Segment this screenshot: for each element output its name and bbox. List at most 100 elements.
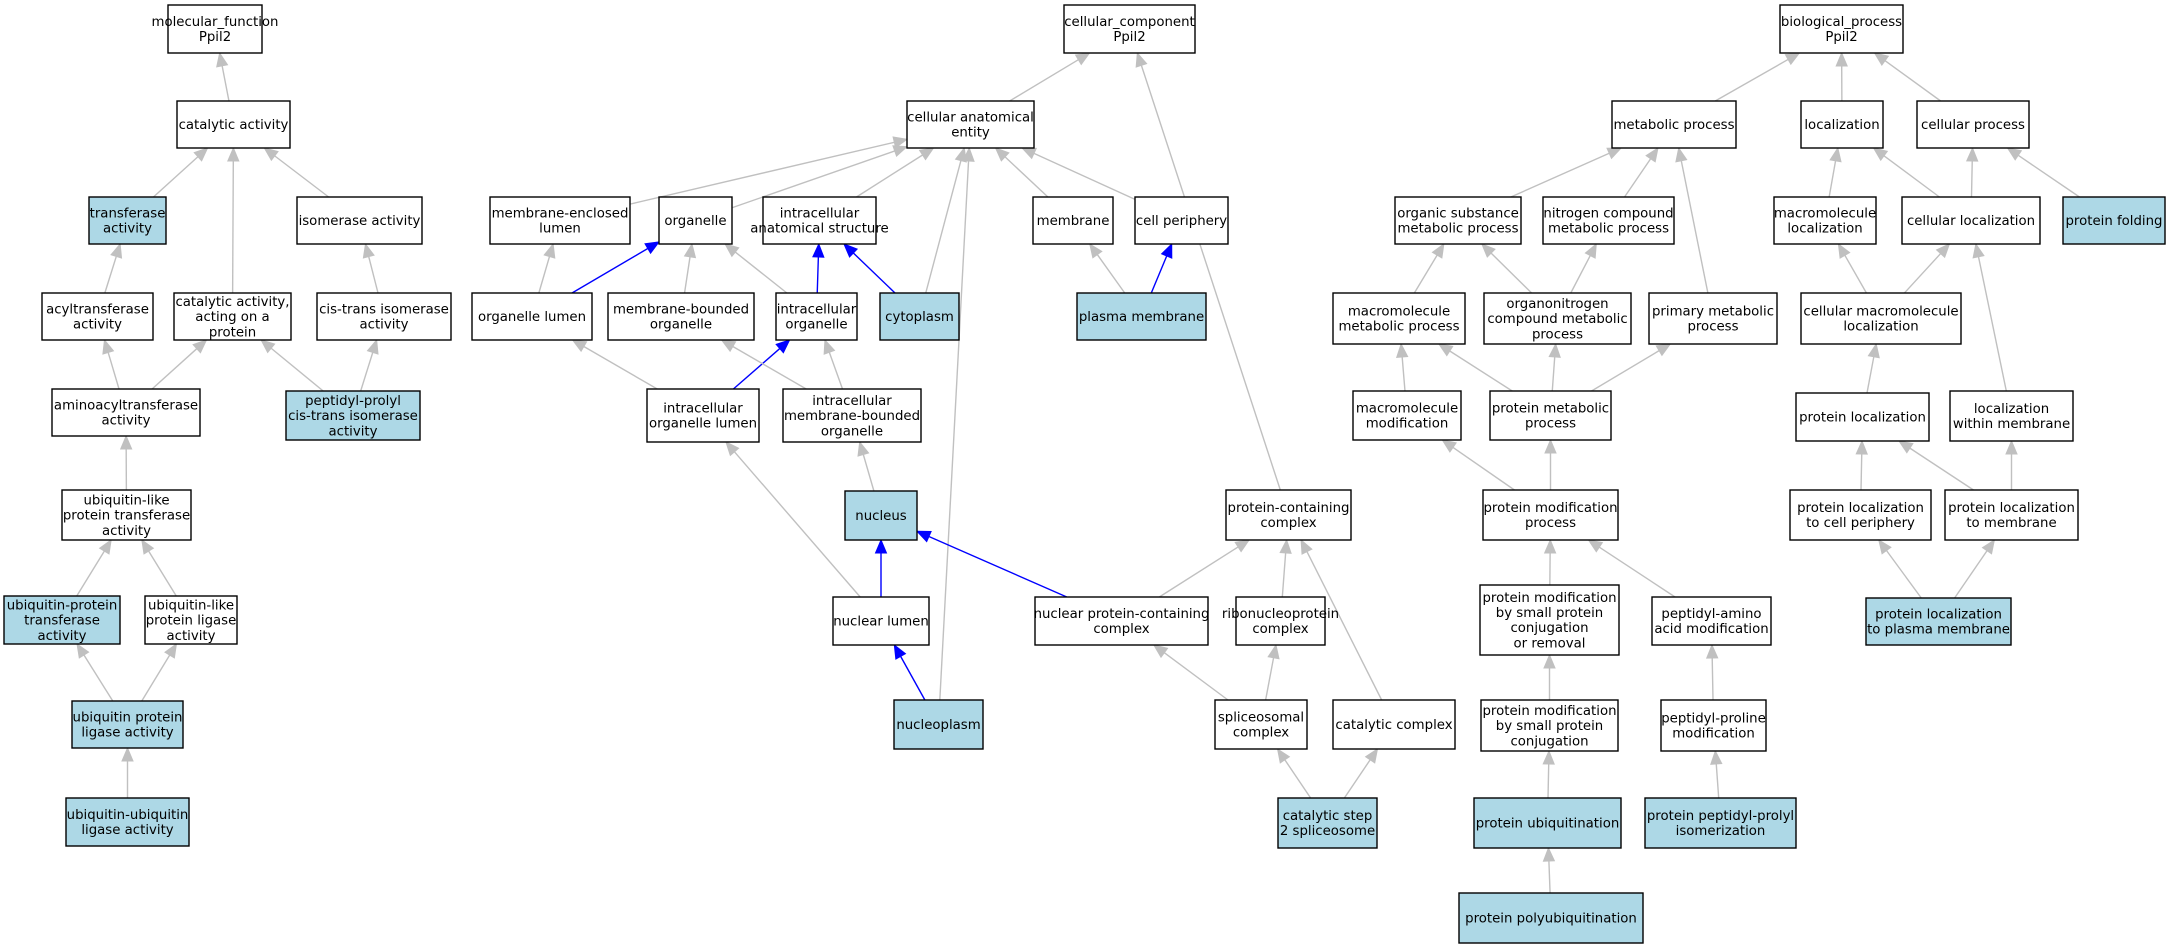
term-node-protubi: protein ubiquitination bbox=[1473, 797, 1622, 849]
edge-mmp-to-osmp bbox=[1413, 254, 1438, 294]
edge-metab-to-bp bbox=[1714, 58, 1789, 102]
term-box bbox=[1644, 797, 1797, 849]
edge-pltm-to-protloc bbox=[1909, 447, 1974, 491]
term-box bbox=[1076, 292, 1207, 341]
edge-membrane-to-cae bbox=[1004, 156, 1049, 198]
term-box bbox=[1789, 489, 1932, 541]
arrowhead-membrane-to-cae bbox=[994, 147, 1010, 162]
arrowhead-ppm-to-pam bbox=[1705, 643, 1719, 659]
arrowhead-imbo-to-mbo bbox=[720, 339, 737, 353]
arrowhead-ubplig-to-ubllig bbox=[164, 642, 178, 659]
term-label-line: process bbox=[1687, 320, 1738, 335]
term-label-line: metabolic process bbox=[1613, 118, 1734, 133]
term-box bbox=[832, 596, 930, 646]
arrowhead-isom-to-cat bbox=[263, 147, 279, 162]
term-label-line: complex bbox=[1252, 622, 1308, 637]
edge-cs2-to-catcomplex bbox=[1343, 759, 1371, 799]
term-node-catcomplex: catalytic complex bbox=[1332, 699, 1456, 750]
term-label-line: localization bbox=[1804, 118, 1879, 133]
arrowhead-ubllig-to-ubltrans bbox=[141, 538, 155, 555]
term-box bbox=[88, 196, 167, 245]
term-label-line: isomerase activity bbox=[299, 214, 421, 229]
term-node-protfold: protein folding bbox=[2062, 196, 2166, 245]
term-label-line: protein peptidyl-prolyl bbox=[1647, 809, 1794, 824]
arrowhead-polyubi-to-protubi bbox=[1542, 846, 1556, 862]
edge-intorg-to-ias bbox=[816, 256, 820, 294]
arrowhead-imbo-to-intorg bbox=[823, 338, 836, 355]
arrowhead-cml-to-cellloc bbox=[1935, 243, 1951, 259]
term-node-orglumen: organelle lumen bbox=[471, 292, 593, 341]
arrowhead-iol-to-orglumen bbox=[571, 339, 588, 353]
term-label-line: ubiquitin-like bbox=[83, 493, 169, 508]
term-node-isom: isomerase activity bbox=[296, 196, 423, 245]
term-label-line: activity bbox=[166, 629, 215, 644]
term-node-cellloc: cellular localization bbox=[1901, 196, 2041, 245]
term-label-line: cytoplasm bbox=[885, 310, 954, 325]
arrowhead-osmp-to-metab bbox=[1606, 147, 1623, 160]
arrowhead-ubplig-to-ubptrans bbox=[76, 642, 90, 659]
term-label-line: protein modification bbox=[1482, 704, 1616, 719]
term-box bbox=[176, 100, 291, 149]
arrowhead-cistrans-to-isom bbox=[362, 242, 375, 259]
term-label-line: lumen bbox=[539, 222, 581, 237]
edge-organelle-to-cae bbox=[731, 150, 895, 209]
arrowhead-pmodproc-to-protmetab bbox=[1544, 438, 1557, 454]
edge-cytoplasm-to-ias bbox=[852, 252, 896, 294]
arrowhead-memenc-to-cae bbox=[892, 136, 909, 149]
edge-cml-to-macroloc bbox=[1844, 254, 1868, 294]
arrowhead-acyl-to-transf bbox=[110, 242, 123, 259]
edge-ias-to-cae bbox=[856, 154, 923, 198]
arrowhead-macroloc-to-loc bbox=[1829, 146, 1842, 163]
term-label-line: cellular anatomical bbox=[907, 111, 1034, 126]
term-label-line: biological_process bbox=[1781, 15, 1902, 30]
term-label-line: macromolecule bbox=[1348, 305, 1450, 320]
arrowhead-cellloc-to-loc bbox=[1872, 147, 1889, 162]
term-label-line: compound metabolic bbox=[1487, 312, 1627, 327]
term-node-protloc: protein localization bbox=[1795, 392, 1930, 442]
term-node-metab: metabolic process bbox=[1611, 100, 1737, 149]
edge-iol-to-intorg bbox=[732, 348, 781, 390]
edge-orglumen-to-organelle bbox=[571, 247, 649, 294]
arrowhead-nucleoplasm-to-cae bbox=[962, 146, 975, 162]
term-node-nucleus: nucleus bbox=[844, 490, 918, 541]
edge-ubplig-to-ubllig bbox=[141, 654, 171, 702]
term-box bbox=[1542, 196, 1675, 245]
term-label-line: activity bbox=[102, 524, 151, 539]
term-label-line: Ppil2 bbox=[1113, 30, 1145, 45]
term-label-line: organonitrogen bbox=[1506, 297, 1608, 312]
term-label-line: protein ubiquitination bbox=[1476, 817, 1620, 832]
term-label-line: protein polyubiquitination bbox=[1465, 912, 1637, 927]
arrowhead-organelle-to-cae bbox=[892, 145, 909, 158]
edge-nucleus-to-imbo bbox=[862, 454, 875, 492]
arrowhead-protfold-to-cellproc bbox=[2006, 147, 2023, 161]
term-label-line: ribonucleoprotein bbox=[1222, 607, 1339, 622]
term-box bbox=[51, 388, 201, 437]
term-label-line: nucleoplasm bbox=[896, 718, 980, 733]
edge-pmp-to-metab bbox=[1680, 160, 1709, 294]
term-label-line: localization bbox=[1787, 222, 1862, 237]
arrowhead-protmetab-to-mmp bbox=[1437, 343, 1454, 357]
term-label-line: protein localization bbox=[1948, 501, 2075, 516]
term-label-line: membrane-bounded bbox=[613, 303, 749, 318]
term-label-line: cellular_component bbox=[1064, 15, 1195, 30]
edge-ppm-to-pam bbox=[1711, 657, 1714, 701]
term-label-line: by small protein bbox=[1496, 719, 1603, 734]
term-node-cellproc: cellular process bbox=[1916, 100, 2030, 149]
arrowhead-protloc-to-cml bbox=[1867, 342, 1880, 359]
arrowhead-splice-to-rnp bbox=[1267, 643, 1280, 660]
arrowhead-ocmp-to-osmp bbox=[1480, 243, 1496, 258]
term-label-line: metabolic process bbox=[1338, 320, 1459, 335]
term-label-line: anatomical structure bbox=[750, 222, 888, 237]
edge-ppiase-to-cistrans bbox=[360, 352, 374, 392]
arrowhead-ppiase-to-cistrans bbox=[366, 338, 379, 355]
arrowhead-npcc-to-nucleus bbox=[915, 530, 932, 543]
arrowhead-nuclumen-to-nucleus bbox=[874, 538, 888, 554]
term-box bbox=[762, 196, 877, 245]
